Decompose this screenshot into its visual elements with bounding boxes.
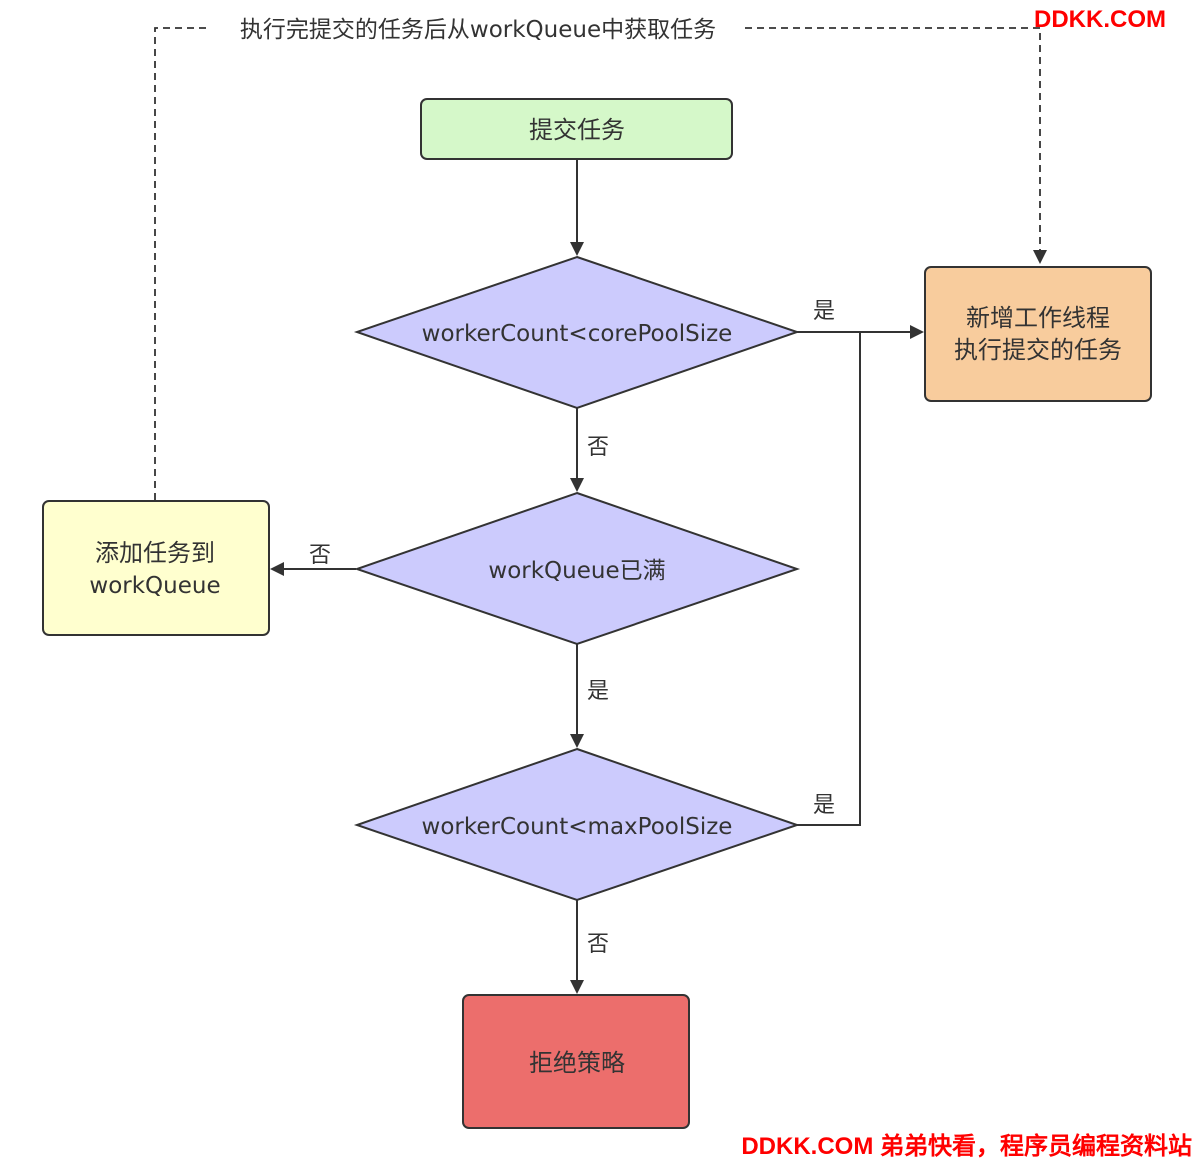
watermark-top: DDKK.COM	[1034, 6, 1166, 33]
loop-label-background	[212, 12, 744, 44]
node-decision-max	[353, 747, 801, 902]
edge-max-yes-label: 是	[813, 793, 835, 818]
node-add-queue-label-line1: 添加任务到	[95, 539, 215, 567]
node-add-queue-label-line2: workQueue	[89, 573, 220, 599]
node-decision-core	[353, 255, 801, 410]
node-new-worker-label-line1: 新增工作线程	[966, 304, 1110, 332]
node-decision-queue-label: workQueue已满	[488, 558, 665, 584]
node-decision-core-label: workerCount<corePoolSize	[422, 321, 733, 347]
edge-loop-dashed	[154, 27, 210, 500]
edge-max-yes	[797, 332, 861, 826]
node-reject	[462, 994, 690, 1129]
edge-queue-no-label: 否	[309, 543, 331, 568]
node-decision-max-label: workerCount<maxPoolSize	[422, 814, 733, 840]
edge-queue-yes-label: 是	[587, 679, 609, 704]
edge-core-yes-label: 是	[813, 299, 835, 324]
edge-max-no-label: 否	[587, 932, 609, 957]
node-decision-queue	[353, 491, 801, 646]
node-new-worker	[924, 266, 1152, 402]
node-new-worker-label-line2: 执行提交的任务	[954, 336, 1122, 364]
node-submit-label: 提交任务	[529, 116, 625, 144]
node-add-queue	[42, 500, 270, 636]
node-reject-label: 拒绝策略	[529, 1049, 625, 1077]
edge-loop-label: 执行完提交的任务后从workQueue中获取任务	[240, 17, 716, 43]
watermark-bottom: DDKK.COM 弟弟快看，程序员编程资料站	[741, 1132, 1192, 1158]
edge-loop-dashed-right	[745, 27, 1047, 264]
edge-core-no-label: 否	[587, 435, 609, 460]
node-submit	[420, 98, 733, 160]
